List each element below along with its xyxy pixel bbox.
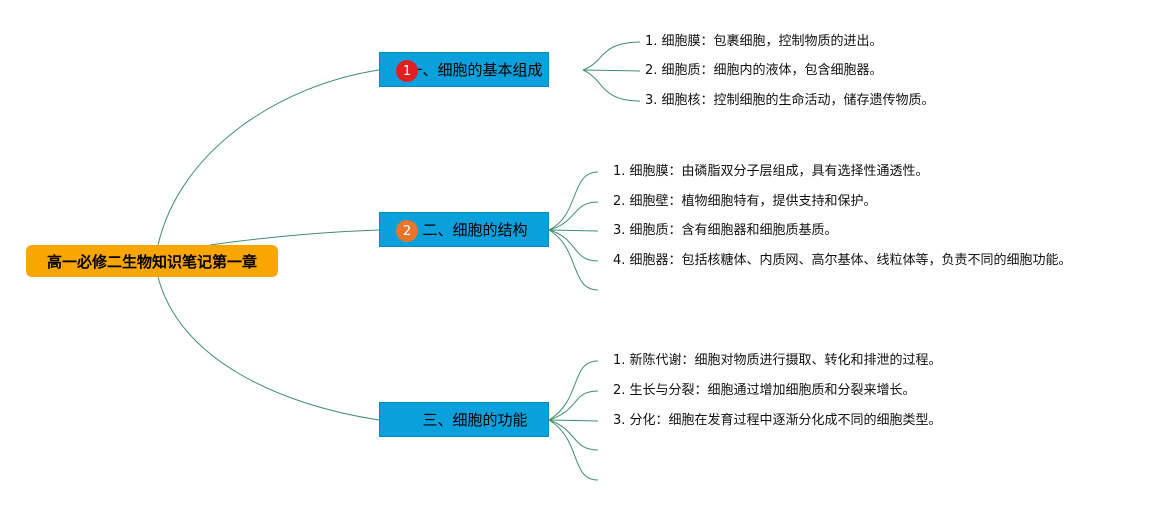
leaf-item[interactable]: 2. 细胞壁：植物细胞特有，提供支持和保护。 (613, 194, 877, 209)
leaf-item[interactable]: 3. 分化：细胞在发育过程中逐渐分化成不同的细胞类型。 (613, 413, 942, 428)
connector-root-branch-2 (209, 229, 380, 246)
leaf-item[interactable]: 2. 细胞质：细胞内的液体，包含细胞器。 (645, 63, 883, 78)
leaf-item[interactable]: 3. 细胞核：控制细胞的生命活动，储存遗传物质。 (645, 93, 935, 108)
branch-label: 一、细胞的基本组成 (407, 61, 543, 79)
connector-b3-item-2 (548, 390, 599, 421)
leaf-item[interactable]: 1. 细胞膜：由磷脂双分子层组成，具有选择性通透性。 (613, 164, 929, 179)
connector-root-branch-1 (157, 69, 380, 246)
connector-b3-item-3 (548, 419, 599, 422)
connector-b1-item-1 (582, 41, 641, 71)
leaf-item[interactable]: 1. 细胞膜：包裹细胞，控制物质的进出。 (645, 34, 883, 49)
connector-b3-empty-2 (548, 419, 599, 481)
connector-b3-item-1 (548, 360, 599, 421)
branch-cell-structure[interactable]: 2 二、细胞的结构 (379, 212, 549, 247)
connector-b3-empty-1 (548, 419, 599, 451)
connector-b2-item-3 (548, 229, 599, 232)
priority-1-icon: 1 (396, 60, 418, 82)
leaf-item[interactable]: 4. 细胞器：包括核糖体、内质网、高尔基体、线粒体等，负责不同的细胞功能。 (613, 253, 1072, 268)
connector-b1-item-3 (582, 69, 641, 102)
connector-b2-item-1 (548, 171, 599, 231)
leaf-item[interactable]: 3. 细胞质：含有细胞器和细胞质基质。 (613, 223, 838, 238)
branch-basic-composition[interactable]: 1 一、细胞的基本组成 (379, 52, 549, 87)
connector-b2-empty (548, 229, 599, 291)
leaf-item[interactable]: 2. 生长与分裂：细胞通过增加细胞质和分裂来增长。 (613, 383, 916, 398)
branch-label: 三、细胞的功能 (422, 411, 528, 429)
branch-cell-function[interactable]: 三、细胞的功能 (379, 402, 549, 437)
root-topic[interactable]: 高一必修二生物知识笔记第一章 (26, 245, 278, 277)
connector-b1-item-2 (582, 69, 641, 72)
connector-b2-item-4 (548, 229, 599, 262)
connector-root-branch-3 (157, 276, 380, 421)
connector-b2-item-2 (548, 201, 599, 231)
priority-2-icon: 2 (396, 220, 418, 242)
root-topic-label: 高一必修二生物知识笔记第一章 (46, 252, 257, 271)
leaf-item[interactable]: 1. 新陈代谢：细胞对物质进行摄取、转化和排泄的过程。 (613, 353, 942, 368)
branch-label: 二、细胞的结构 (422, 221, 528, 239)
